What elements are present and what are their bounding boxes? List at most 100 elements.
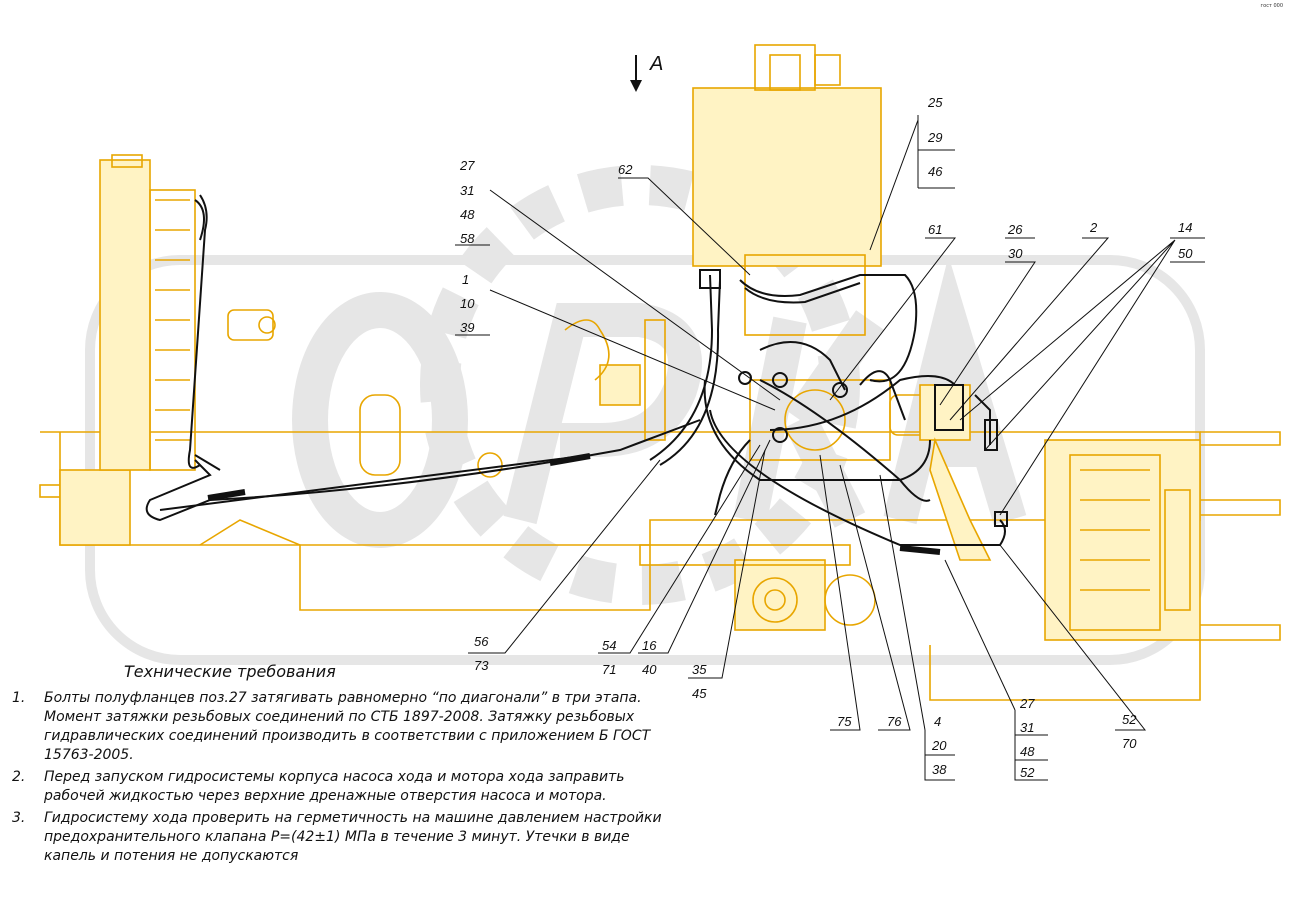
requirements-title: Технические требования [124,662,336,681]
mounting-bars [1200,431,1281,641]
callout-4: 4 [934,714,941,729]
leader-76 [839,464,911,731]
aux-pump [227,309,274,341]
view-arrow: А [630,53,663,92]
requirement-item: 3. Гидросистему хода проверить на гермет… [12,809,672,866]
view-label: А [649,53,663,75]
bottom-pump-flange [752,577,798,623]
curved-pipe [564,319,610,381]
leader-14 [959,237,1205,516]
view-arrow-head [630,80,642,92]
callout-26: 26 [1007,222,1023,237]
bracket-left [599,364,641,406]
pulley [824,574,876,626]
callout-10: 10 [460,296,475,311]
vertical-post [644,319,666,441]
rear-frame [929,640,1201,701]
technical-requirements: Технические требования 1. Болты полуфлан… [12,662,672,869]
callout-16: 16 [642,638,657,653]
callout-48a: 48 [460,207,475,222]
machine-outline [39,44,1281,701]
cross-hose-a [759,379,931,502]
callout-30: 30 [1008,246,1023,261]
requirement-number: 3. [12,810,26,826]
watermark-letter-p [503,303,702,525]
leader-35 [688,449,766,679]
callout-58: 58 [460,231,475,246]
tank-return-hose-2 [744,282,861,304]
radiator [99,159,151,471]
callout-1: 1 [462,272,469,287]
bottom-pump [734,559,826,631]
pressure-hose-b [709,409,1006,546]
callout-73: 73 [474,658,489,673]
tank-return-hose [739,274,918,383]
fitting-3 [772,427,788,443]
hydraulic-tank [692,87,882,267]
motor-cover [1164,489,1191,611]
callout-52: 52 [1122,712,1137,727]
callout-56: 56 [474,634,489,649]
callout-39: 39 [460,320,474,335]
callout-52b: 52 [1020,765,1035,780]
radiator-fins [155,199,190,441]
leader-1 [455,289,776,411]
leader-2 [949,237,1110,421]
tank-filler [769,54,801,91]
requirement-item: 2. Перед запуском гидросистемы корпуса н… [12,768,672,806]
fitting-1 [738,371,752,385]
callout-54: 54 [602,638,616,653]
fitting-2 [772,372,788,388]
motor-housing [1069,454,1161,631]
requirement-text: Болты полуфланцев поз.27 затягивать равн… [44,690,651,763]
leader-75 [819,454,861,731]
drain-hose [714,439,751,516]
loop-hose [759,341,846,391]
engine-block [744,254,866,336]
cylinder-arm [929,437,992,561]
callout-48b: 48 [1020,744,1035,759]
cross-hose-b [769,375,956,431]
callout-62: 62 [618,162,633,177]
callout-45: 45 [692,686,707,701]
travel-motor [1044,439,1201,641]
radiator-core [149,189,196,471]
callout-25: 25 [927,95,943,110]
leader-25 [869,115,955,251]
frame-cutout [359,394,401,476]
tank-fitting [699,269,721,289]
callout-38: 38 [932,762,947,777]
hoses [145,194,1008,555]
motor-ribs [1080,469,1150,591]
callout-76: 76 [887,714,902,729]
requirement-number: 1. [12,690,26,706]
tank-suction-hose [649,274,714,461]
callout-75: 75 [837,714,852,729]
leader-56 [468,459,661,654]
tank-filter [754,44,816,91]
leader-27b [944,559,1048,781]
leader-16 [638,439,771,654]
callout-20: 20 [931,738,947,753]
radiator-hose [187,194,208,469]
valve-hose [974,394,991,445]
callout-27a: 27 [459,158,475,173]
leader-62 [618,177,751,276]
callout-35: 35 [692,662,707,677]
watermark-letter-o [292,292,468,548]
leader-26 [939,237,1036,406]
bottom-pump-shaft [764,589,786,611]
round-port [477,452,503,478]
callout-46: 46 [928,164,943,179]
pressure-hose-sleeve [899,545,941,555]
leader-lines [455,115,1205,781]
valve-outlet [984,419,998,451]
callout-2: 2 [1089,220,1098,235]
requirements-list: 1. Болты полуфланцев поз.27 затягивать р… [12,689,672,866]
loop-hose-2 [859,370,906,421]
callout-71: 71 [602,662,616,677]
leader-27a [455,189,781,401]
leader-54 [598,444,761,654]
tank-breather [814,54,841,86]
